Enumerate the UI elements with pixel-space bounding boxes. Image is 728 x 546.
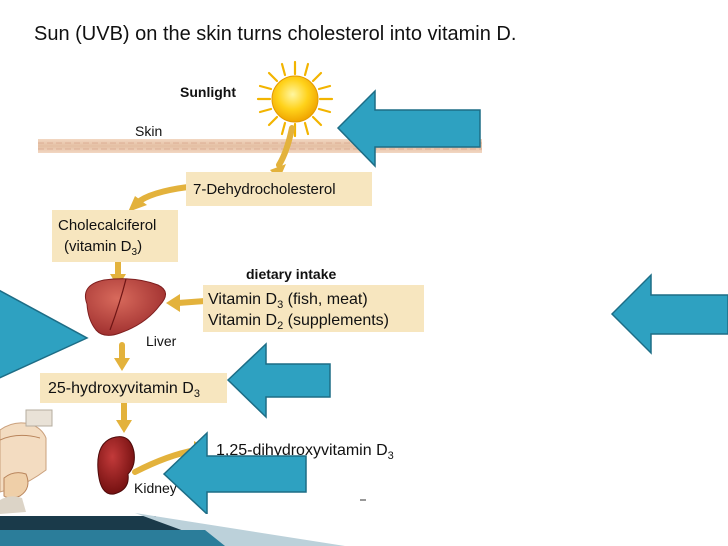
hydroxyvitamin-box <box>40 373 227 403</box>
pointer-arrow-kidney <box>162 431 307 516</box>
dehydrocholesterol-label: 7-Dehydrocholesterol <box>193 181 336 198</box>
pointer-arrow-liver <box>0 289 89 379</box>
arm-sunlight-image <box>0 405 53 515</box>
cholecalciferol-subtitle: (vitamin D3) <box>64 238 142 258</box>
dietary-vitamin-d3: Vitamin D3 (fish, meat) <box>208 291 368 311</box>
dehydrocholesterol-box <box>186 172 372 206</box>
pointer-arrow-dietary <box>610 273 728 355</box>
sunlight-label: Sunlight <box>180 84 236 100</box>
kidney-icon <box>97 436 135 495</box>
sun-icon <box>256 60 334 138</box>
skin-label: Skin <box>135 123 162 139</box>
hydroxyvitamin-label: 25-hydroxyvitamin D3 <box>48 380 200 400</box>
liver-icon <box>84 278 166 336</box>
liver-label: Liver <box>146 333 177 349</box>
slide-title: Sun (UVB) on the skin turns cholesterol … <box>34 23 517 45</box>
pointer-arrow-skin <box>336 89 481 168</box>
dietary-intake-box <box>203 285 424 332</box>
kidney-label: Kidney <box>134 480 177 496</box>
dihydroxyvitamin-label: 1,25-dihydroxyvitamin D3 <box>216 442 394 462</box>
dietary-vitamin-d2: Vitamin D2 (supplements) <box>208 312 389 332</box>
cholecalciferol-label: Cholecalciferol <box>58 217 156 234</box>
cholecalciferol-box <box>52 210 178 262</box>
dietary-intake-label: dietary intake <box>246 266 336 282</box>
pointer-arrow-hydroxyvitamin <box>226 342 331 419</box>
pointer-arrows <box>0 89 728 516</box>
bottom-decoration <box>0 513 345 546</box>
